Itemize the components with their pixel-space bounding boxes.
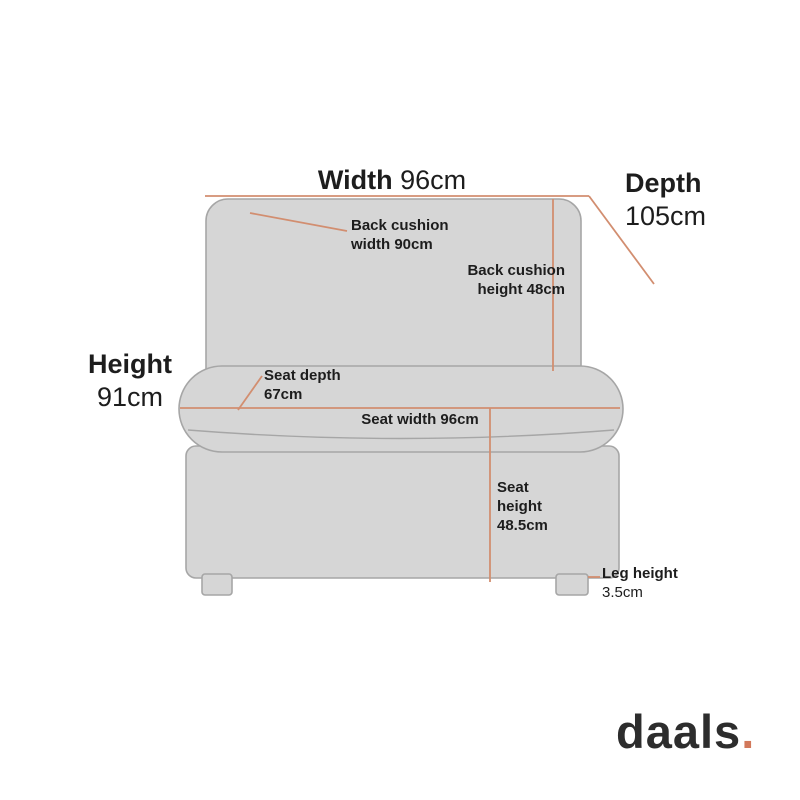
seat-depth-label: Seat depth 67cm [264, 367, 341, 405]
seat-depth-line2: 67cm [264, 385, 303, 403]
width-label-name: Width [317, 165, 393, 195]
sofa-seat-cushion [178, 365, 624, 453]
depth-dimension-line [588, 195, 655, 285]
seat-width-label: Seat width 96cm [330, 411, 510, 430]
leg-height-value: 3.5cm [602, 583, 643, 601]
seat-depth-pointer-line [237, 375, 263, 411]
leg-height-label: Leg height 3.5cm [602, 565, 678, 603]
width-label: Width 96cm [262, 164, 522, 197]
back-cushion-height-line1: Back cushion [467, 262, 565, 279]
back-cushion-width-label: Back cushion width 90cm [351, 217, 449, 255]
sofa-leg-left [201, 573, 233, 596]
cushion-seam [187, 429, 615, 440]
width-label-value: 96cm [400, 165, 467, 195]
back-cushion-width-line1: Back cushion [351, 217, 449, 234]
back-cushion-width-line2: width 90cm [351, 235, 433, 253]
depth-label: Depth 105cm [625, 167, 706, 233]
seat-depth-line1: Seat depth [264, 367, 341, 384]
seat-height-line3: 48.5cm [497, 516, 548, 534]
back-cushion-height-label: Back cushion height 48cm [453, 262, 565, 300]
height-label-name: Height [88, 349, 172, 379]
seat-width-text: Seat width 96cm [361, 411, 479, 428]
brand-logo: daals. [616, 704, 755, 759]
height-label: Height 91cm [78, 348, 182, 414]
sofa-base [185, 445, 620, 579]
brand-logo-text: daals [616, 705, 742, 758]
seat-height-line2: height [497, 497, 542, 515]
seat-height-line1: Seat [497, 479, 529, 496]
leg-height-name: Leg height [602, 565, 678, 582]
brand-logo-dot: . [741, 705, 756, 758]
height-label-value: 91cm [96, 381, 164, 412]
sofa-leg-right [555, 573, 589, 596]
back-cushion-width-pointer-line [249, 212, 348, 232]
depth-label-value: 105cm [625, 200, 707, 231]
seat-height-label: Seat height 48.5cm [497, 479, 548, 535]
depth-label-name: Depth [625, 168, 702, 198]
back-cushion-height-line2: height 48cm [477, 280, 565, 298]
